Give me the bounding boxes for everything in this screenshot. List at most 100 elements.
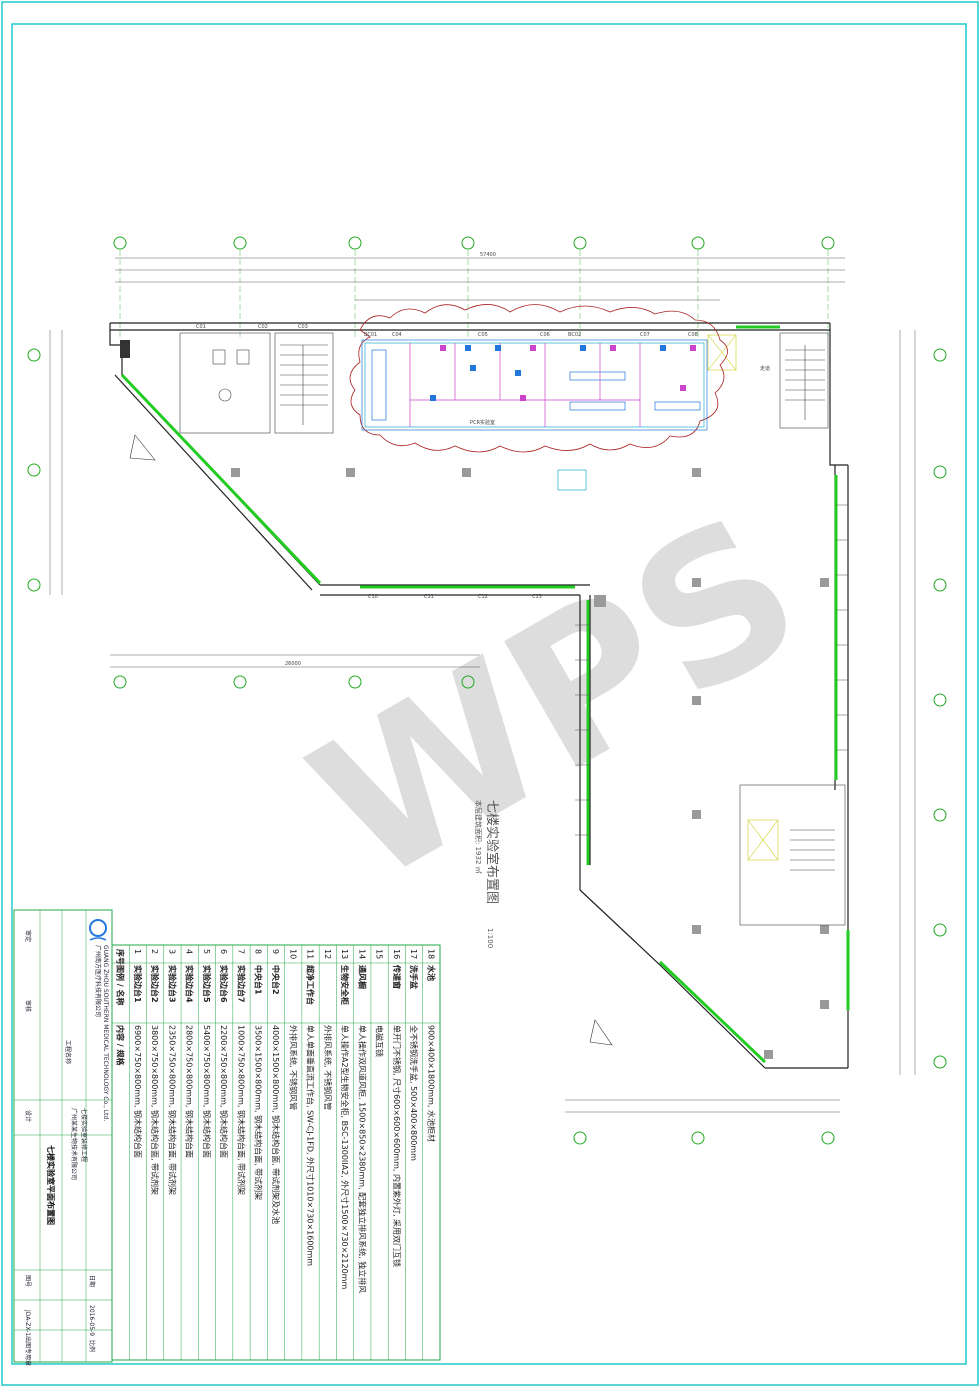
grid-axis-top bbox=[113, 236, 835, 340]
svg-text:PCR实验室: PCR实验室 bbox=[470, 419, 495, 426]
schedule-row-name: 中央台2 bbox=[271, 965, 281, 995]
company-logo-icon bbox=[89, 919, 107, 941]
svg-text:走道: 走道 bbox=[760, 365, 770, 372]
schedule-row-no: 10 bbox=[288, 949, 297, 959]
svg-text:C06: C06 bbox=[540, 332, 550, 338]
schedule-row-spec: 6900×750×800mm, 钢木结构台面 bbox=[133, 1025, 143, 1158]
date-label: 日期 bbox=[88, 1275, 96, 1287]
schedule-row-no: 1 bbox=[133, 949, 142, 954]
svg-text:C05: C05 bbox=[478, 332, 488, 338]
company-name-cn: 广州南方医疗科技有限公司 bbox=[94, 945, 102, 1017]
schedule-row-name: 实验边台1 bbox=[133, 965, 143, 1003]
glass-partitions bbox=[120, 325, 850, 1064]
schedule-row-name: 生物安全柜 bbox=[340, 965, 350, 1005]
plan-title: 七楼实验室布置图 本层建筑面积: 1932 ㎡ 1:100 bbox=[474, 800, 500, 948]
inner-frame bbox=[11, 23, 967, 1365]
schedule-row-name: 水池 bbox=[426, 964, 436, 981]
schedule-row-spec: 5400×750×800mm, 钢木结构台面 bbox=[202, 1025, 212, 1158]
schedule-row-spec: 2800×750×800mm, 钢木结构台面 bbox=[185, 1025, 195, 1158]
schedule-row-no: 7 bbox=[236, 949, 245, 954]
north-arrow-icon bbox=[589, 1019, 613, 1046]
svg-text:C01: C01 bbox=[196, 324, 206, 330]
schedule-header-no: 序号 bbox=[116, 949, 126, 965]
scale-label: 比例 bbox=[88, 1340, 96, 1352]
schedule-row-no: 2 bbox=[150, 949, 159, 954]
project-name: 七楼实验室装修工程 bbox=[80, 1108, 88, 1162]
schedule-row-spec: 3500×1500×800mm, 钢木结构台面, 带试剂架 bbox=[254, 1025, 264, 1200]
svg-text:C11: C11 bbox=[424, 594, 434, 600]
svg-text:26000: 26000 bbox=[285, 661, 301, 667]
schedule-row-no: 14 bbox=[357, 949, 366, 959]
schedule-header-spec: 内容 / 规格 bbox=[116, 1025, 126, 1066]
schedule-row-name: 中央台1 bbox=[254, 965, 264, 995]
date: 2016-05-9 bbox=[88, 1305, 95, 1336]
svg-text:C13: C13 bbox=[532, 594, 542, 600]
floor-plan: 57400 bbox=[27, 236, 947, 1145]
schedule-row-name: 传递窗 bbox=[392, 964, 402, 989]
schedule-row-name: 实验边台5 bbox=[202, 965, 212, 1003]
right-wing-offices bbox=[575, 504, 848, 836]
schedule-row-spec: 4000×1500×800mm, 钢木结构台面, 带试剂架及水池 bbox=[271, 1025, 281, 1224]
designer-label: 设计 bbox=[24, 1110, 32, 1122]
title-block: 广州南方医疗科技有限公司 GUANG ZHOU SOUTHERN MEDICAL… bbox=[13, 909, 113, 1366]
schedule-row-name: 实验边台6 bbox=[219, 965, 229, 1003]
revision-cloud bbox=[349, 304, 728, 453]
stair-block-right: 走道 bbox=[707, 332, 846, 926]
svg-text:57400: 57400 bbox=[480, 252, 496, 258]
schedule-row-spec: 单人单面垂直流工作台, SW-CJ-1FD, 外尺寸1010×730×1600m… bbox=[306, 1025, 316, 1266]
schedule-row-no: 15 bbox=[375, 949, 384, 959]
schedule-row-no: 5 bbox=[202, 949, 211, 954]
schedule-row-no: 16 bbox=[392, 949, 401, 959]
svg-text:七楼实验室布置图: 七楼实验室布置图 bbox=[484, 800, 500, 904]
svg-text:1:100: 1:100 bbox=[486, 928, 494, 948]
grid-axis-right bbox=[899, 330, 947, 1075]
svg-text:BC01: BC01 bbox=[364, 332, 377, 338]
svg-text:本层建筑面积: 1932 ㎡: 本层建筑面积: 1932 ㎡ bbox=[474, 800, 483, 874]
schedule-row-no: 13 bbox=[340, 949, 349, 959]
schedule-row-spec: 单开门不锈钢, 尺寸600×600×600mm, 内置紫外灯, 采用双门互锁 bbox=[392, 1025, 402, 1267]
schedule-row-name: 实验边台3 bbox=[167, 965, 177, 1003]
schedule-row-spec: 单人操作双风道风柜, 1500×850×2380mm, 配套独立排风系统, 独立… bbox=[357, 1025, 367, 1293]
schedule-row-no: 18 bbox=[426, 949, 435, 959]
door-tags: C01 C02 C03 C04 C05 C06 C07 C08 BC01 BC0… bbox=[196, 324, 698, 600]
north-arrow-icon bbox=[129, 434, 156, 461]
grid-axis-bottom-right bbox=[565, 1099, 840, 1145]
schedule-row-spec: 1000×750×800mm, 钢木结构台面, 带试剂架 bbox=[236, 1025, 246, 1195]
checker-label: 审核 bbox=[24, 1000, 32, 1012]
schedule-row-spec: 全不锈钢洗手盆, 500×400×800mm bbox=[409, 1025, 419, 1161]
schedule-row-name: 实验边台2 bbox=[150, 965, 160, 1003]
svg-text:C12: C12 bbox=[478, 594, 488, 600]
schedule-header-name: 图例 / 名称 bbox=[116, 965, 126, 1006]
schedule-row-name: 超净工作台 bbox=[306, 964, 316, 1005]
schedule-row-no: 6 bbox=[219, 949, 228, 954]
stamp-label: 出图专用章 bbox=[24, 1336, 32, 1366]
toilet-stair-block bbox=[179, 332, 334, 434]
schedule-row-no: 12 bbox=[323, 949, 332, 959]
company-name-en: GUANG ZHOU SOUTHERN MEDICAL TECHNOLOGY C… bbox=[102, 945, 109, 1121]
schedule-row-spec: 2350×750×800mm, 钢木结构台面, 带试剂架 bbox=[167, 1025, 177, 1195]
columns bbox=[231, 468, 829, 1059]
client-name: 广州某某生物技术有限公司 bbox=[70, 1108, 78, 1180]
schedule-row-spec: 单人操作A2型生物安全柜, BSC-1300IIA2, 外尺寸1500×730×… bbox=[340, 1025, 350, 1289]
schedule-row-name: 洗手盆 bbox=[409, 965, 419, 990]
drawing-name: 七楼实验室平面布置图 bbox=[46, 1145, 56, 1225]
grid-axis-left bbox=[27, 330, 63, 595]
svg-text:C03: C03 bbox=[298, 324, 308, 330]
svg-text:C07: C07 bbox=[640, 332, 650, 338]
schedule-row-name: 实验边台7 bbox=[236, 965, 246, 1003]
schedule-row-name: 实验边台4 bbox=[185, 965, 195, 1003]
schedule-row-spec: 电磁互锁 bbox=[375, 1025, 385, 1057]
schedule-row-no: 3 bbox=[167, 949, 176, 954]
schedule-row-no: 9 bbox=[271, 949, 280, 954]
svg-text:C02: C02 bbox=[258, 324, 268, 330]
svg-text:C04: C04 bbox=[392, 332, 402, 338]
drawing-no-label: 图号 bbox=[24, 1275, 31, 1287]
svg-text:C08: C08 bbox=[688, 332, 698, 338]
schedule-row-spec: 900×400×1800mm, 水池柜材 bbox=[426, 1025, 436, 1142]
grid-axis-bottom-left: 26000 bbox=[110, 654, 480, 689]
schedule-row-spec: 外排风系统, 不锈钢风管 bbox=[323, 1025, 333, 1110]
schedule-row-spec: 2200×750×800mm, 钢木结构台面 bbox=[219, 1025, 229, 1158]
